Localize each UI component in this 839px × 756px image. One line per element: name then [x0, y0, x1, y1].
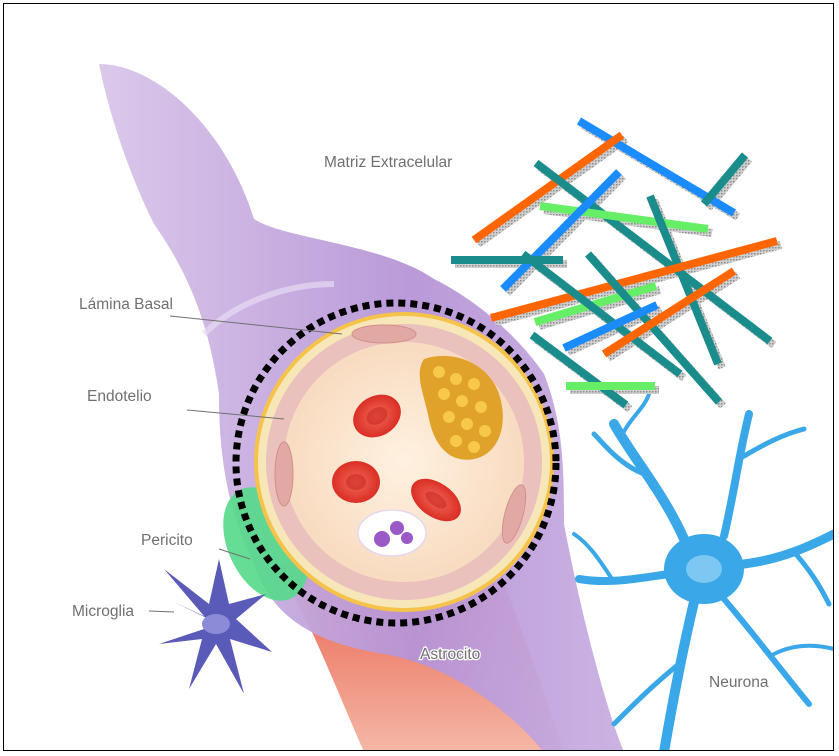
label-endothelium: Endotelio: [87, 388, 152, 405]
label-astrocyte: Astrocito: [420, 646, 480, 663]
label-basal: Lámina Basal: [79, 296, 173, 313]
label-pericyte: Pericito: [141, 532, 193, 549]
diagram-canvas: Matriz Extracelular Lámina Basal Endotel…: [4, 4, 834, 751]
label-matrix: Matriz Extracelular: [324, 154, 452, 171]
blood-vessel-cross-section: [254, 312, 554, 612]
label-microglia: Microglia: [72, 603, 134, 620]
neuron-cell: [574, 394, 834, 751]
microglia-leader-line: [149, 611, 174, 612]
white-blood-cell: [358, 510, 426, 556]
red-blood-cell: [332, 461, 380, 503]
diagram-frame: Matriz Extracelular Lámina Basal Endotel…: [3, 3, 834, 751]
label-neuron: Neurona: [709, 674, 769, 691]
